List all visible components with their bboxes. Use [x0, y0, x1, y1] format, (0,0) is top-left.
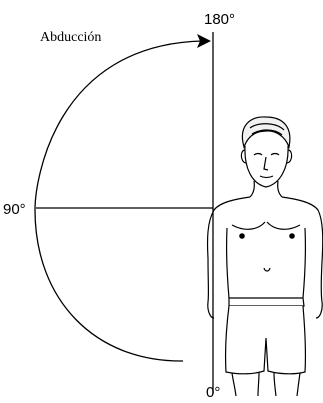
human-figure — [208, 117, 323, 396]
torso — [208, 197, 250, 302]
hair — [242, 117, 289, 147]
abduction-label: Abducción — [40, 31, 101, 45]
degree-label-90: 90° — [3, 202, 26, 217]
degree-label-180: 180° — [204, 12, 235, 27]
face — [245, 146, 288, 187]
briefs — [229, 298, 304, 306]
abduction-arc — [35, 41, 202, 361]
